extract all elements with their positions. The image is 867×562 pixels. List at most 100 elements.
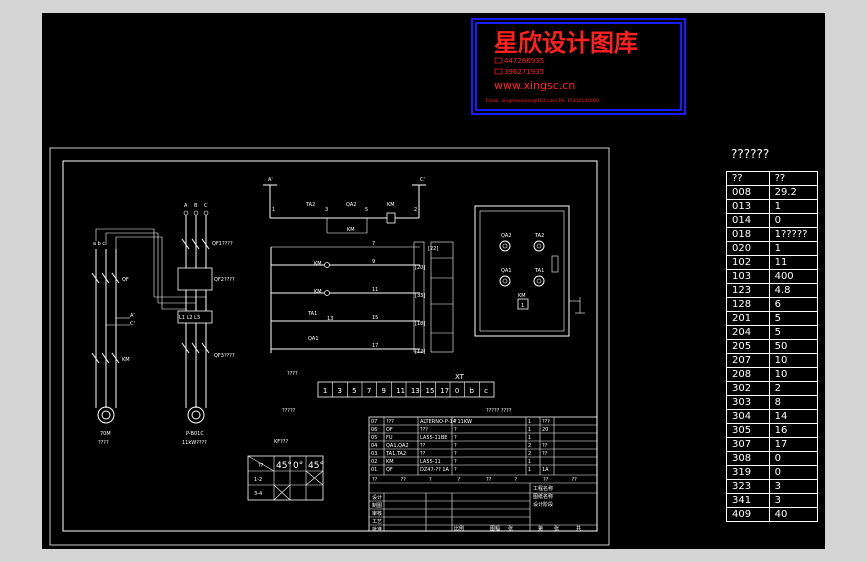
bom-header-cell: ?? [372,477,378,483]
param-header-row: ???? [726,171,819,186]
param-cell: 2 [768,381,819,396]
logo-title: 星欣设计图库 [494,29,638,57]
bom-cell: ? [454,435,457,441]
param-cell: 323 [726,479,770,494]
bom-cell: LA55-11BE [420,435,447,441]
param-cell: 400 [768,269,819,284]
motor-right-label: P-B01C [186,431,204,437]
bom-cell: DZ47-?? 1A [420,467,450,473]
logo-qq1: 447266935 [504,57,544,65]
qa2-label: QA2 [346,202,357,208]
bom-cell: 04 [371,443,377,449]
switch-h1: 45° [276,461,292,471]
param-cell: 305 [726,423,770,438]
bom-cell: ? [454,451,457,457]
bom-cell: ?? [542,451,548,457]
title-footer-label: 张 [554,525,559,532]
bom-header-cell: ? [515,477,518,483]
terminal-cell: c [484,387,488,395]
bom-cell: ALTERNO-P-14 11KW [420,419,472,425]
bom-cell: ??? [420,427,428,433]
qf-label: QF [122,277,129,283]
bom-cell: 01 [371,467,377,473]
param-cell: ?? [768,171,819,186]
term-22: [22] [428,246,438,252]
qf2-label: QF2???? [214,277,235,283]
wire-13: 13 [327,316,333,322]
param-cell: 302 [726,381,770,396]
node-1: 1 [272,207,275,213]
param-cell: 5 [768,325,819,340]
bom-header-cell: ?? [401,477,407,483]
bom-cell: 2 [528,443,531,449]
switch-h3: 45° [308,461,324,471]
param-cell: ?? [726,171,770,186]
qq2-icon [494,68,503,75]
panel-ta1: TA1 [534,268,544,274]
param-cell: 204 [726,325,770,340]
bom-cell: ?? [420,451,426,457]
param-cell: 307 [726,437,770,452]
param-cell: 50 [768,339,819,354]
bom-cell: 1 [528,459,531,465]
param-cell: 304 [726,409,770,424]
logo-block: 星欣设计图库 447266935 396271935 www.xingsc.cn… [471,18,686,115]
title-label: 设计 [372,494,382,501]
term-33: [33] [415,293,425,299]
title-label: 审核 [372,510,382,517]
qf3-label: QF3???? [214,353,235,359]
param-cell: 409 [726,507,770,522]
km-aux-label: KM [347,227,355,233]
terminal-cell: 11 [396,387,405,395]
switch-h0: ?? [258,463,264,469]
bom-cell: OF [386,427,393,433]
param-title: ?????? [731,147,770,161]
bom-header-cell: ? [429,477,432,483]
logo-email: Email: xingsheeunsu@163.com Tel: 1511014… [486,98,599,104]
param-cell: 207 [726,353,770,368]
logo-url: www.xingsc.cn [494,79,575,92]
bom-cell: KM [386,459,394,465]
terminal-cell: 1 [323,387,327,395]
param-cell: 8 [768,395,819,410]
km-contact-1: KM [314,261,322,267]
bom-cell: 03 [371,451,377,457]
motor-left-sub: ???? [98,440,109,446]
param-cell: 123 [726,283,770,298]
terminal-cell: 15 [426,387,435,395]
bom-header-cell: ? [458,477,461,483]
bom-cell: ? [454,459,457,465]
xt-label: XT [455,373,465,381]
phase-c-label: C [204,203,208,209]
terminal-cell: 5 [352,387,356,395]
node-2: 2 [414,207,417,213]
logo-qq2: 396271935 [504,68,544,76]
km-coil-icon [386,212,396,224]
motor-left-icon [97,406,115,424]
term-18: [18] [415,321,425,327]
node-3: 3 [325,207,328,213]
motor-left-label: 70M [100,431,111,437]
panel-ta2: TA2 [534,233,544,239]
param-cell: 14 [768,409,819,424]
title-footer-label: 第 [538,525,543,532]
qq1-icon [494,57,503,64]
c-prime-label: C' [130,321,135,327]
phase-a-label: A [184,203,188,209]
param-cell: 0 [768,465,819,480]
switch-table: KF??? ?? 45° 0° 45° 1-2 3-4 [247,439,324,501]
param-cell: 29.2 [768,185,819,200]
bom-header-cell: ?? [572,477,578,483]
panel-qa2: QA2 [501,233,512,239]
param-cell: 201 [726,311,770,326]
